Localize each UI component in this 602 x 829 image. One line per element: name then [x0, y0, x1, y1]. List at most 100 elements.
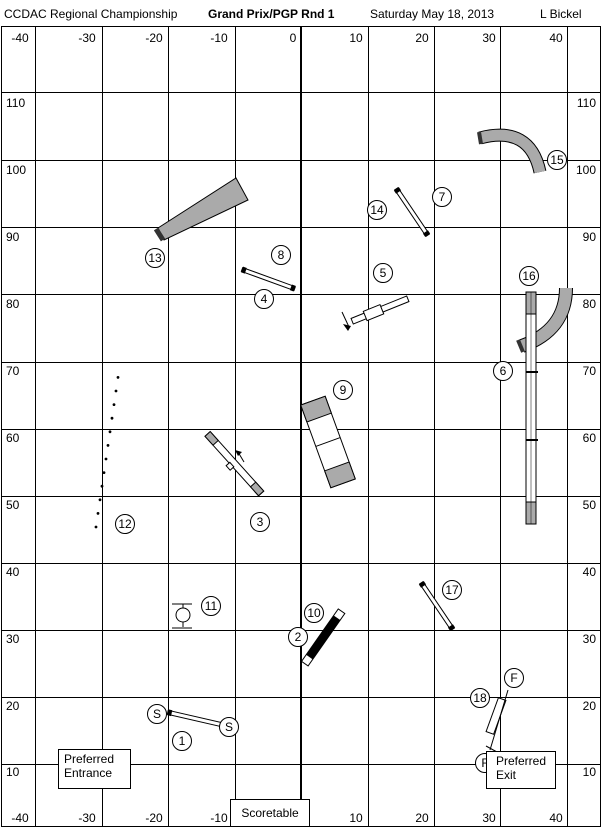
weave-pole: [98, 498, 102, 502]
jump-2-10: [300, 608, 346, 667]
weave-poles-12: [94, 376, 120, 529]
x-tick-label: 40: [549, 811, 563, 825]
start-letter: S: [225, 720, 233, 734]
start-marker: S: [147, 704, 167, 724]
marker-number: 7: [439, 190, 446, 204]
class-name: Grand Prix/PGP Rnd 1: [208, 7, 335, 21]
y-tick-label: 100: [576, 163, 596, 177]
y-tick-label: 110: [577, 96, 596, 110]
y-tick-label: 90: [6, 230, 20, 244]
x-tick-label: -40: [11, 31, 29, 45]
y-tick-label: 10: [6, 765, 20, 779]
jump-14: [393, 186, 431, 238]
marker-number: 9: [340, 383, 347, 397]
number-marker-16: 16: [519, 266, 539, 286]
marker-number: 17: [445, 583, 459, 597]
marker-number: 11: [205, 599, 218, 613]
finish-letter: F: [481, 756, 488, 770]
x-tick-label: -30: [78, 811, 96, 825]
number-marker-13: 13: [145, 248, 165, 268]
exit-text: Preferred Exit: [496, 754, 547, 782]
y-tick-label: 70: [6, 364, 20, 378]
dogwalk-6: [525, 291, 538, 525]
number-marker-1: 1: [172, 731, 192, 751]
marker-number: 18: [473, 691, 487, 705]
a-frame-9: [300, 395, 356, 489]
x-tick-label: 10: [349, 811, 363, 825]
tunnel-16: [516, 287, 573, 353]
number-marker-10: 10: [304, 603, 324, 623]
y-tick-label: 40: [583, 565, 597, 579]
start-letter: S: [153, 707, 161, 721]
finish-marker: F: [504, 668, 524, 688]
event-name: CCDAC Regional Championship: [4, 7, 178, 21]
y-tick-label: 40: [6, 565, 20, 579]
finish-letter: F: [510, 671, 517, 685]
number-marker-11: 11: [201, 596, 221, 616]
event-date: Saturday May 18, 2013: [370, 7, 495, 21]
x-tick-label: -20: [145, 31, 163, 45]
y-tick-label: 80: [583, 297, 597, 311]
judge-name: L Bickel: [540, 7, 582, 21]
finish-line: [489, 689, 509, 751]
weave-pole: [110, 416, 114, 420]
y-tick-label: 20: [6, 699, 20, 713]
y-tick-label: 60: [6, 431, 20, 445]
weave-pole: [96, 512, 100, 515]
weave-pole: [112, 403, 116, 406]
arrow-head-icon: [235, 450, 242, 456]
weave-pole: [106, 444, 110, 447]
start-marker: S: [219, 717, 239, 737]
number-marker-9: 9: [333, 380, 353, 400]
x-tick-label: -10: [210, 811, 228, 825]
x-tick-label: 30: [482, 811, 496, 825]
y-tick-label: 50: [6, 498, 20, 512]
number-marker-17: 17: [442, 580, 462, 600]
y-tick-label: 100: [6, 163, 26, 177]
x-tick-label: 10: [349, 31, 363, 45]
scoretable-label: Scoretable: [241, 806, 299, 820]
weave-pole: [116, 376, 120, 379]
number-marker-6: 6: [493, 361, 513, 381]
grid: [1, 26, 601, 827]
weave-pole: [94, 525, 98, 529]
x-tick-label: 30: [482, 31, 496, 45]
marker-number: 5: [380, 266, 387, 280]
weave-pole: [108, 430, 112, 434]
tire-11: [172, 603, 192, 629]
marker-number: 10: [307, 606, 321, 620]
number-marker-2: 2: [288, 627, 308, 647]
tunnel-15: [477, 128, 547, 174]
marker-number: 4: [261, 292, 268, 306]
marker-number: 6: [500, 364, 507, 378]
start-jump: [166, 709, 228, 729]
scoretable: Scoretable: [230, 799, 310, 827]
x-tick-label: -20: [145, 811, 163, 825]
arrow-head-icon: [343, 324, 351, 331]
weave-pole: [104, 457, 108, 461]
x-tick-label: -40: [11, 811, 29, 825]
marker-number: 13: [148, 251, 162, 265]
marker-number: 15: [550, 153, 564, 167]
marker-number: 16: [522, 269, 536, 283]
course-header: CCDAC Regional Championship Grand Prix/P…: [0, 0, 602, 26]
tunnel-13: [153, 177, 249, 242]
number-marker-15: 15: [547, 150, 567, 170]
x-tick-label: 40: [549, 31, 563, 45]
y-tick-label: 60: [583, 431, 597, 445]
y-tick-label: 110: [6, 96, 25, 110]
number-marker-7: 7: [432, 187, 452, 207]
marker-number: 12: [118, 517, 132, 531]
y-tick-label: 30: [6, 632, 20, 646]
marker-number: 2: [295, 630, 302, 644]
marker-number: 14: [370, 203, 384, 217]
number-marker-3: 3: [250, 512, 270, 532]
weave-pole: [114, 389, 118, 393]
number-marker-12: 12: [115, 514, 135, 534]
jump-17: [418, 580, 456, 632]
number-marker-14: 14: [367, 200, 387, 220]
marker-number: 1: [179, 734, 186, 748]
